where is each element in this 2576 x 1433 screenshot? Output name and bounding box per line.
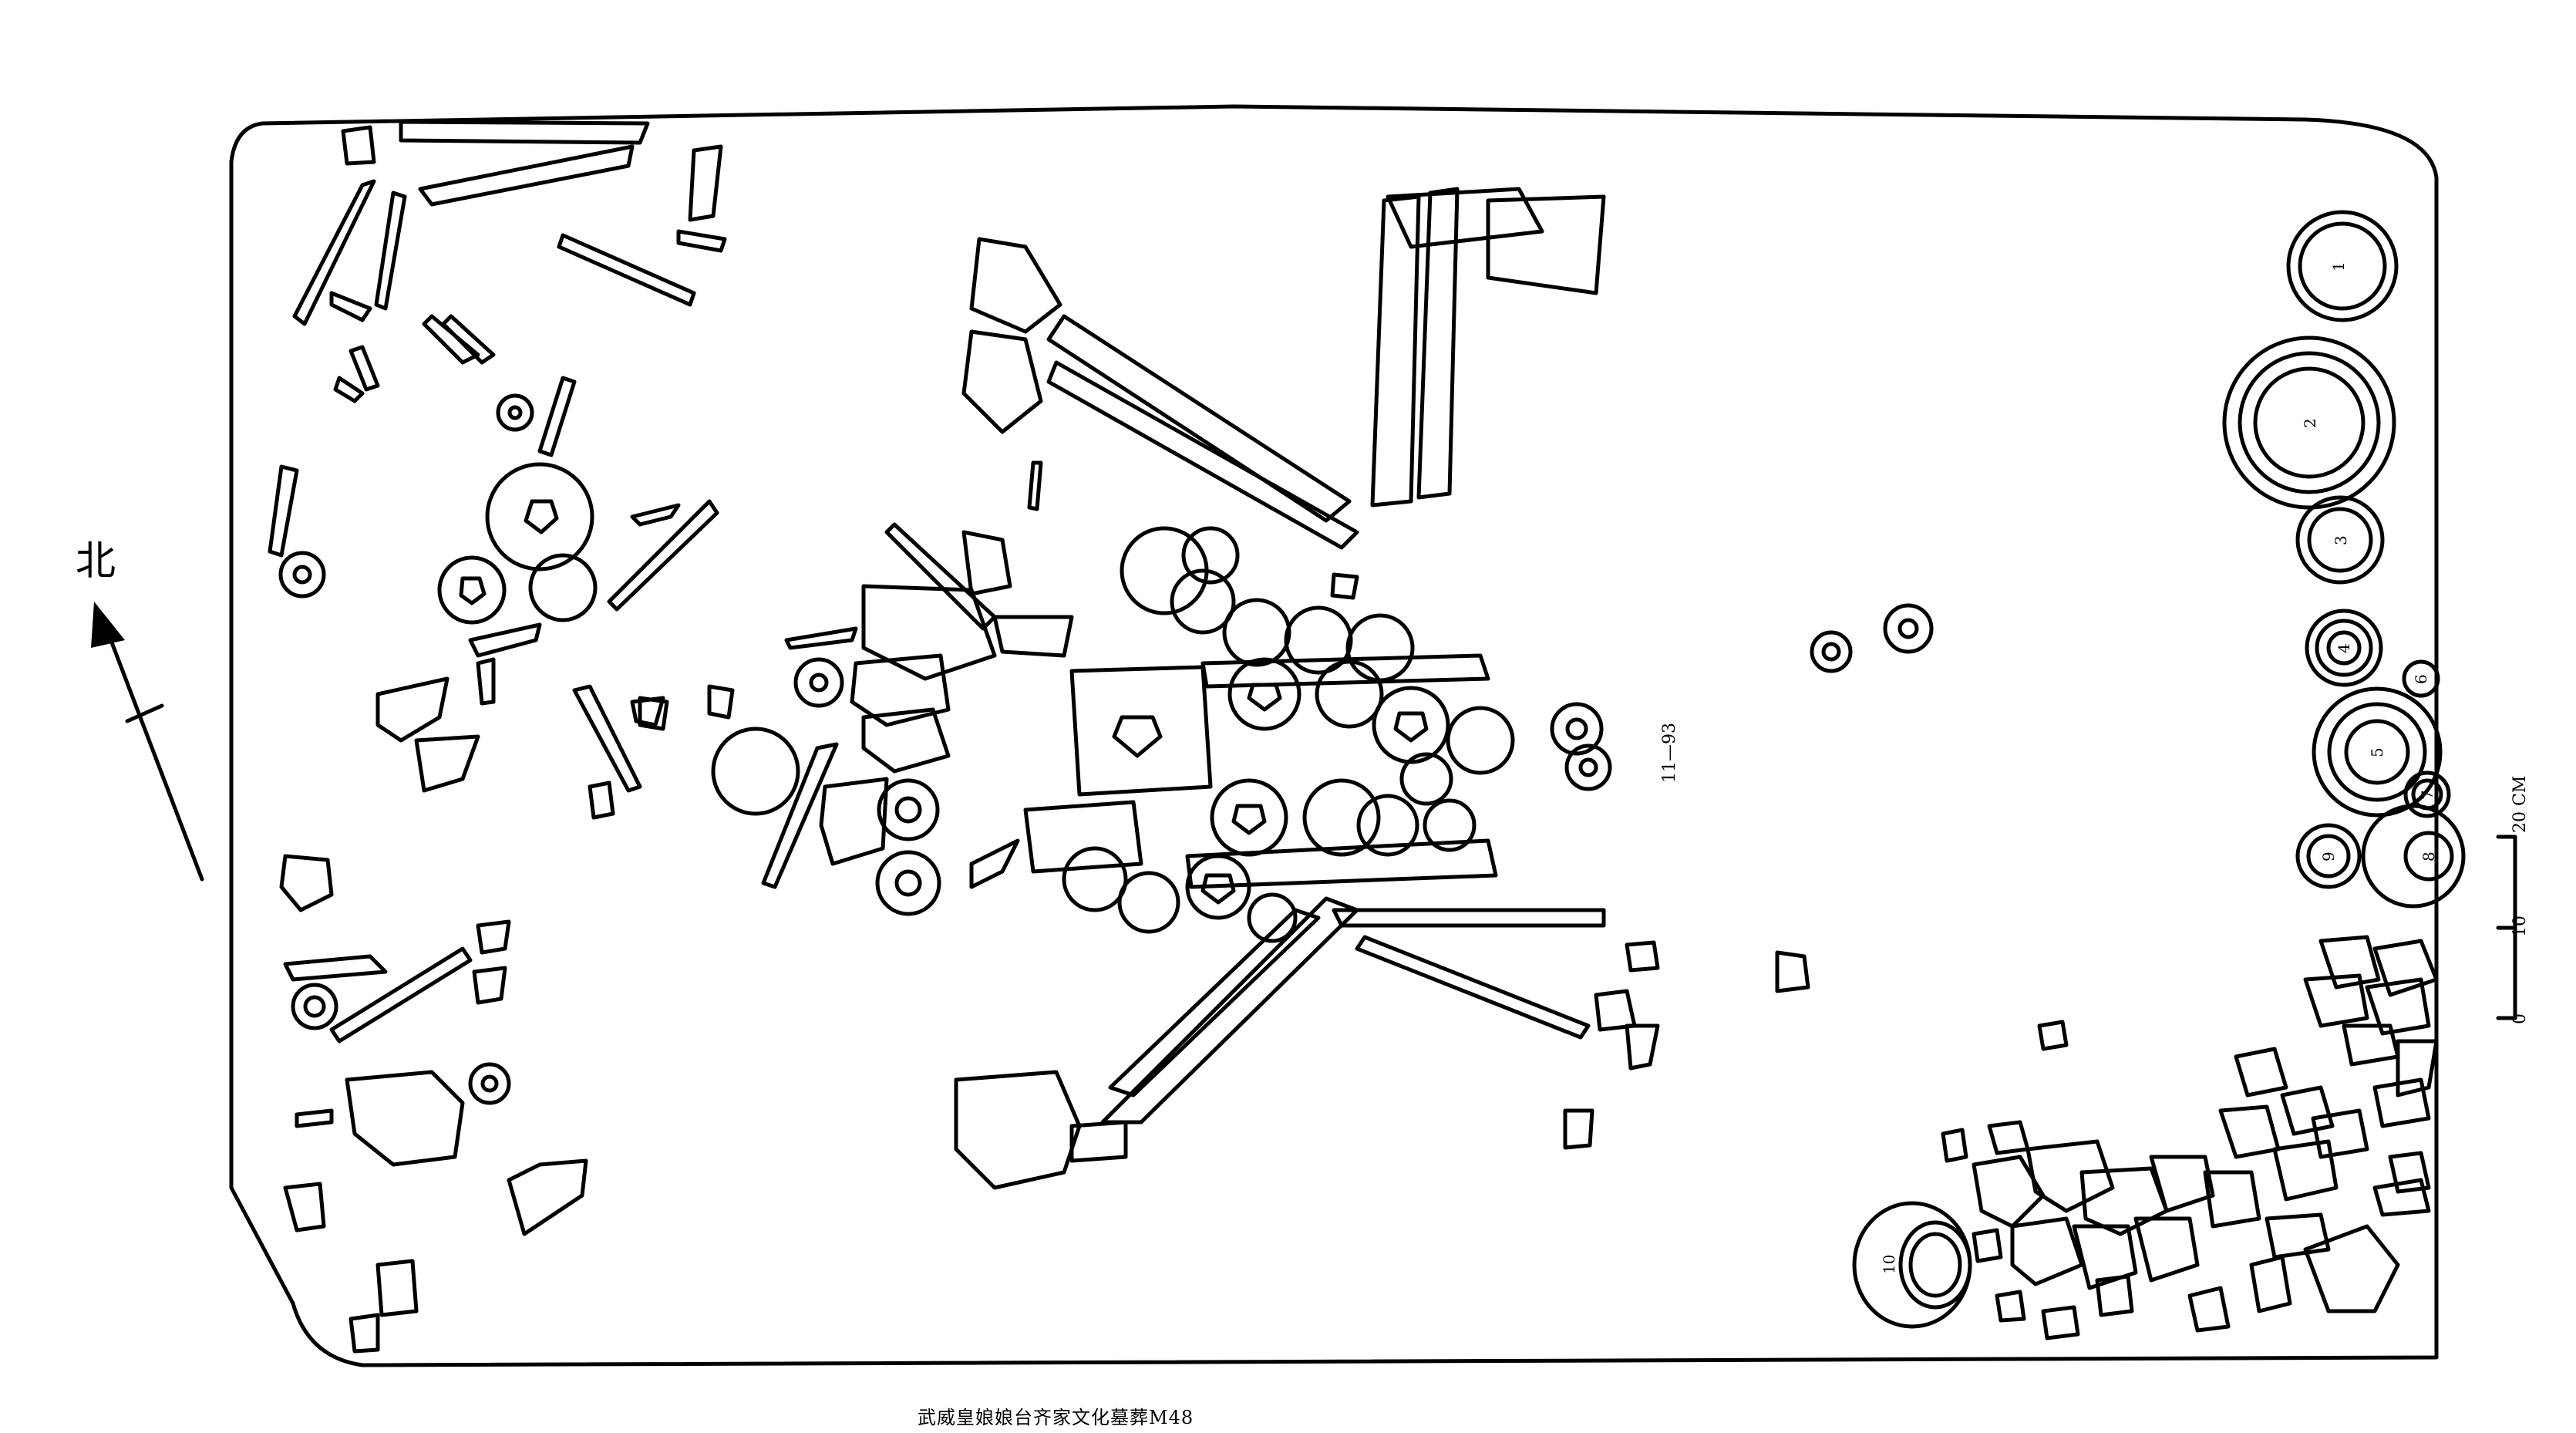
- north-arrow: 北: [76, 538, 204, 882]
- vessel-4: 4: [2305, 609, 2383, 687]
- vessel-1: 1: [2286, 210, 2399, 322]
- svg-text:9: 9: [2319, 851, 2338, 861]
- vessel-2: 2: [2222, 335, 2396, 510]
- svg-text:8: 8: [2419, 851, 2438, 861]
- svg-text:2: 2: [2301, 418, 2319, 428]
- vessel-6: 6: [2402, 659, 2440, 698]
- figure-caption: 武威皇娘娘台齐家文化墓葬M48: [918, 1407, 1194, 1428]
- grave-pit-outline: [229, 104, 2439, 1367]
- svg-text:6: 6: [2412, 674, 2430, 684]
- stone-scatter: [1941, 935, 2439, 1340]
- vessel-3: 3: [2295, 495, 2385, 585]
- scale-mid-label: 10: [2510, 915, 2530, 937]
- scale-zero-label: 0: [2510, 1013, 2530, 1024]
- svg-text:10: 10: [1880, 1255, 1898, 1274]
- pelvis-block: [1069, 665, 1213, 797]
- svg-text:5: 5: [2368, 747, 2386, 757]
- vessel-10: 10: [1852, 1201, 1972, 1329]
- north-label: 北: [76, 538, 116, 585]
- svg-text:4: 4: [2335, 643, 2353, 653]
- vessel-9: 9: [2295, 823, 2362, 889]
- vessel-8: 8: [2361, 804, 2466, 909]
- svg-text:7: 7: [2418, 790, 2436, 800]
- bone-cluster-upper-left: [268, 120, 727, 820]
- scale-bar: 20 CM 10 0: [2496, 776, 2530, 1024]
- vessel-5: 5: [2312, 686, 2443, 818]
- grave-code-label: 11—93: [1660, 723, 1679, 783]
- scale-unit-label: 20 CM: [2510, 776, 2530, 833]
- pottery-vessels: 1 2 3 4 6 5: [1852, 210, 2466, 1329]
- bone-cluster-lower-left: [279, 854, 588, 1354]
- svg-text:3: 3: [2332, 535, 2350, 545]
- bone-cluster-center: [638, 187, 2069, 1190]
- svg-text:1: 1: [2329, 261, 2348, 271]
